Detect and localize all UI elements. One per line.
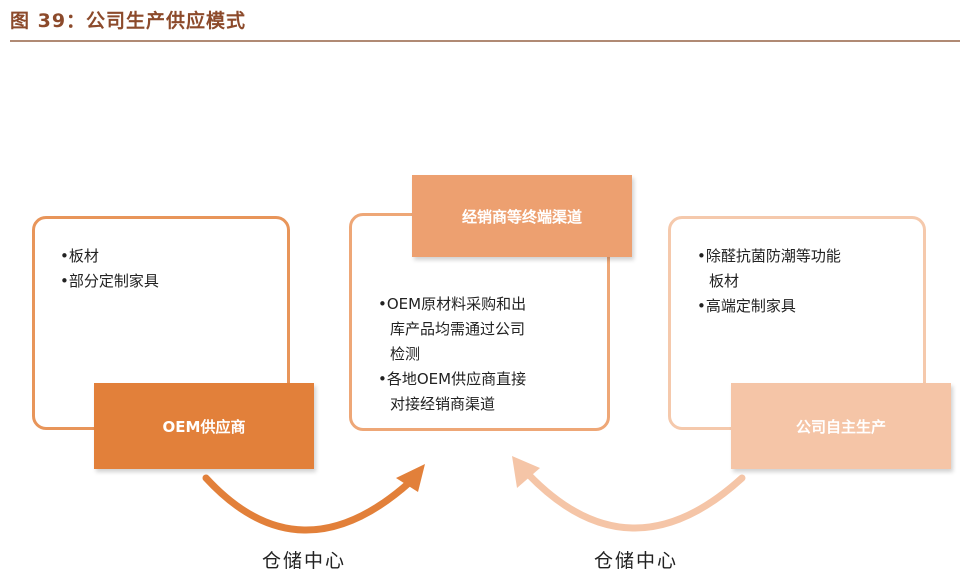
right-arrowhead — [512, 456, 540, 488]
left-bullet-1: •板材 — [60, 247, 99, 265]
right-line-2: 板材 — [709, 272, 740, 290]
self-production-label: 公司自主生产 — [731, 383, 951, 469]
right-line-1: •除醛抗菌防潮等功能 — [697, 247, 841, 265]
center-line-5: 对接经销商渠道 — [390, 395, 496, 413]
oem-supplier-label: OEM供应商 — [94, 383, 314, 469]
title-divider — [10, 40, 960, 42]
right-bullet-list: •除醛抗菌防潮等功能 板材 •高端定制家具 — [697, 244, 841, 319]
center-line-2: 库产品均需通过公司 — [390, 320, 526, 338]
right-line-3: •高端定制家具 — [697, 297, 796, 315]
figure-title: 图 39：公司生产供应模式 — [10, 10, 247, 32]
center-line-1: •OEM原材料采购和出 — [378, 295, 527, 313]
right-warehouse-caption: 仓储中心 — [594, 550, 679, 572]
left-bullet-2: •部分定制家具 — [60, 272, 159, 290]
center-bullet-list: •OEM原材料采购和出 库产品均需通过公司 检测 •各地OEM供应商直接 对接经… — [378, 292, 526, 417]
distributor-channel-label: 经销商等终端渠道 — [412, 175, 632, 257]
left-warehouse-caption: 仓储中心 — [262, 550, 347, 572]
right-flow-arrow — [524, 470, 746, 532]
left-bullet-list: •板材 •部分定制家具 — [60, 244, 159, 294]
center-line-4: •各地OEM供应商直接 — [378, 370, 527, 388]
left-arrowhead — [396, 464, 425, 492]
left-flow-arrow — [202, 474, 414, 534]
center-line-3: 检测 — [390, 345, 421, 363]
